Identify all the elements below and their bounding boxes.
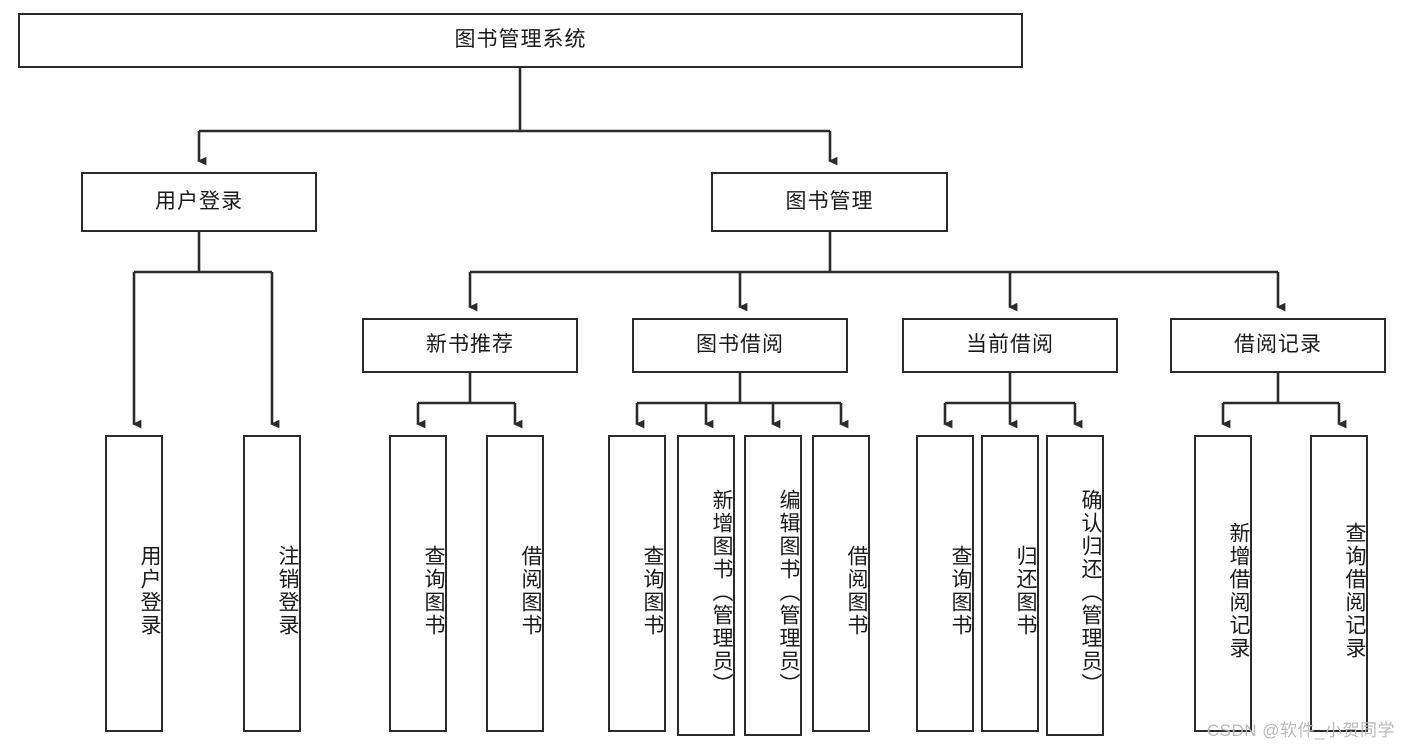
node-label: 查询图书 (422, 544, 445, 637)
node-label: 新增借阅记录 (1227, 521, 1250, 660)
node-label: 用户登录 (155, 189, 243, 213)
leaf-borrow-book-recommend[interactable]: 借阅图书 (486, 435, 544, 732)
leaf-user-login[interactable]: 用户登录 (105, 435, 163, 732)
node-label: 借阅记录 (1234, 333, 1322, 357)
leaf-query-book-recommend[interactable]: 查询图书 (389, 435, 447, 732)
leaf-return-book[interactable]: 归还图书 (981, 435, 1039, 732)
leaf-edit-book-admin[interactable]: 编辑图书（管理员） (744, 435, 802, 736)
node-book-management[interactable]: 图书管理 (711, 172, 948, 232)
leaf-query-book-current[interactable]: 查询图书 (916, 435, 974, 732)
node-borrow-record[interactable]: 借阅记录 (1170, 318, 1386, 373)
leaf-query-book-borrow[interactable]: 查询图书 (608, 435, 666, 732)
node-label: 归还图书 (1014, 544, 1037, 637)
node-label: 用户登录 (138, 544, 161, 637)
node-label: 借阅图书 (845, 544, 868, 637)
node-current-borrow[interactable]: 当前借阅 (902, 318, 1118, 373)
node-label: 新书推荐 (426, 333, 514, 357)
node-label: 图书管理 (785, 189, 874, 213)
node-label: 当前借阅 (966, 333, 1054, 357)
node-label: 查询图书 (641, 544, 664, 637)
node-new-book-recommend[interactable]: 新书推荐 (362, 318, 578, 373)
leaf-add-book-admin[interactable]: 新增图书（管理员） (677, 435, 735, 736)
node-label: 查询借阅记录 (1343, 521, 1366, 660)
node-label: 编辑图书（管理员） (777, 489, 800, 696)
node-user-login[interactable]: 用户登录 (81, 172, 317, 232)
leaf-borrow-book[interactable]: 借阅图书 (812, 435, 870, 732)
csdn-watermark: CSDN @软件_小贺同学 (1206, 721, 1395, 740)
leaf-user-logout[interactable]: 注销登录 (243, 435, 301, 732)
node-label: 图书借阅 (696, 333, 784, 357)
leaf-confirm-return-admin[interactable]: 确认归还（管理员） (1046, 435, 1104, 736)
node-root-system[interactable]: 图书管理系统 (18, 13, 1023, 68)
node-label: 借阅图书 (519, 544, 542, 637)
node-book-borrow[interactable]: 图书借阅 (632, 318, 848, 373)
leaf-query-borrow-record[interactable]: 查询借阅记录 (1310, 435, 1368, 732)
node-label: 注销登录 (276, 544, 299, 637)
node-label: 确认归还（管理员） (1079, 489, 1102, 696)
node-label: 图书管理系统 (454, 28, 587, 52)
node-label: 新增图书（管理员） (710, 489, 733, 696)
node-label: 查询图书 (949, 544, 972, 637)
leaf-add-borrow-record[interactable]: 新增借阅记录 (1194, 435, 1252, 732)
